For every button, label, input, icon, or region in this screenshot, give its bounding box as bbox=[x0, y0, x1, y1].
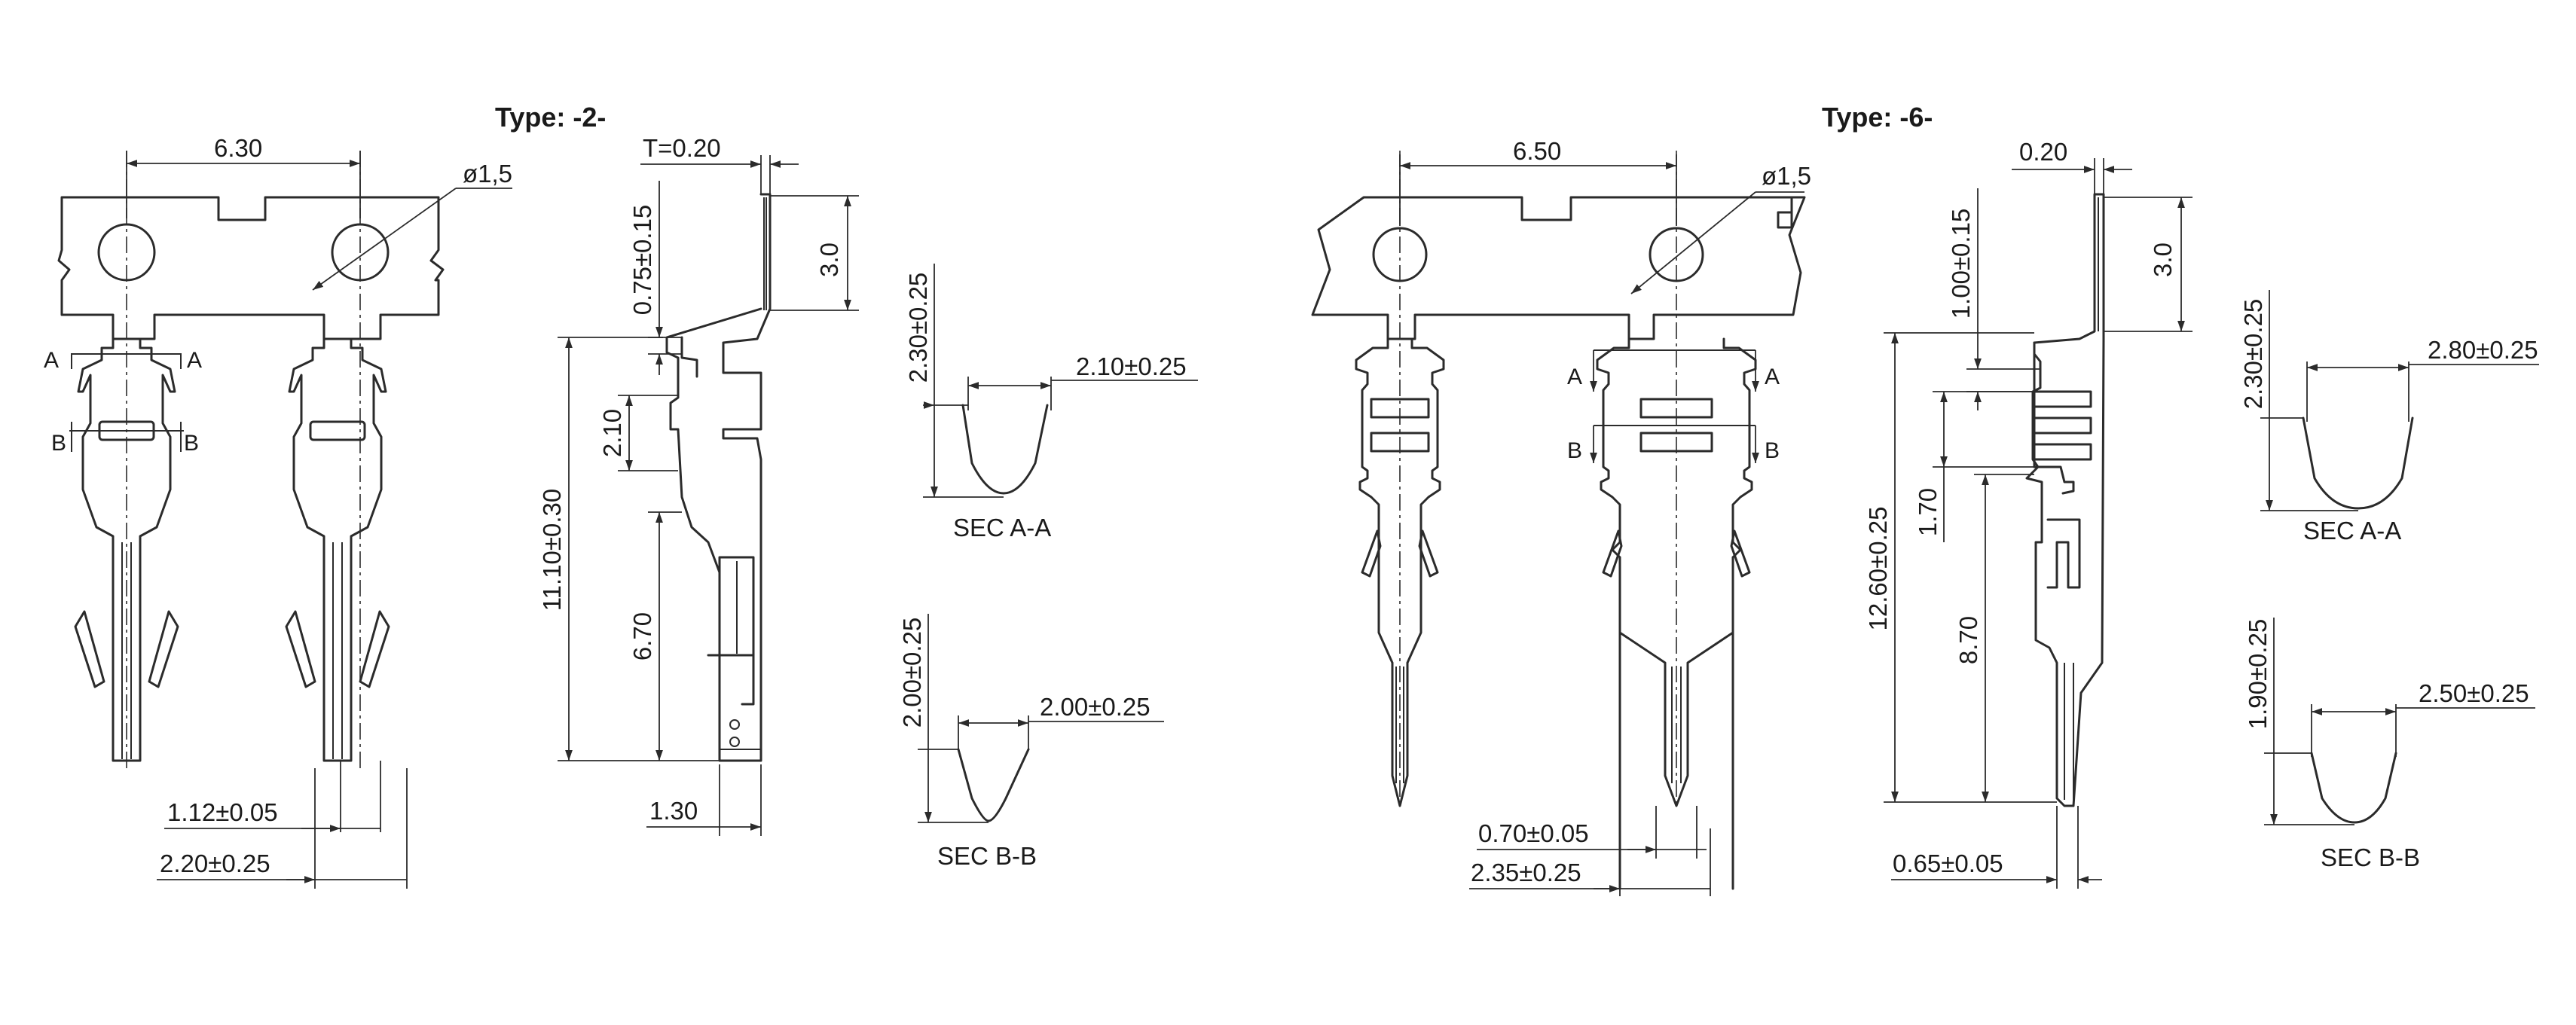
type6-title: Type: -6- bbox=[1822, 102, 1933, 133]
type2-front-view: A A B B 6.30 ø1,5 1.12±0.05 bbox=[44, 134, 512, 889]
type2-offset-label: 0.75±0.15 bbox=[628, 205, 656, 316]
type6-section-a: 2.80±0.25 2.30±0.25 SEC A-A bbox=[2239, 290, 2539, 545]
type6-sec-b-height-label: 1.90±0.25 bbox=[2244, 619, 2272, 730]
type2-length-label: 11.10±0.30 bbox=[538, 489, 566, 611]
type6-sec-a-left: A bbox=[1567, 365, 1582, 389]
type6-total-width-label: 2.35±0.25 bbox=[1471, 859, 1581, 886]
type2-title: Type: -2- bbox=[495, 102, 606, 133]
type2-crimp-label: 2.10 bbox=[598, 409, 626, 457]
type6-sec-b-width-label: 2.50±0.25 bbox=[2419, 679, 2529, 707]
type6-group: Type: -6- bbox=[1311, 102, 2539, 896]
type6-offset-label: 1.00±0.15 bbox=[1947, 209, 1975, 319]
type2-total-width-label: 2.20±0.25 bbox=[160, 850, 270, 877]
type2-sec-b-width-label: 2.00±0.25 bbox=[1040, 693, 1150, 721]
type2-sec-a-height-label: 2.30±0.25 bbox=[904, 273, 932, 383]
type6-section-b: 2.50±0.25 1.90±0.25 SEC B-B bbox=[2244, 618, 2535, 871]
type2-sec-a-width-label: 2.10±0.25 bbox=[1076, 352, 1187, 380]
type6-wire-width-label: 0.70±0.05 bbox=[1478, 819, 1589, 847]
type2-thickness-label: T=0.20 bbox=[643, 134, 721, 162]
type6-pin-label: 8.70 bbox=[1954, 616, 1982, 664]
type6-sec-b-title: SEC B-B bbox=[2321, 843, 2420, 871]
type2-sec-a-right: A bbox=[187, 348, 202, 373]
type2-tab-label: 3.0 bbox=[815, 243, 843, 277]
type6-crimp-label: 1.70 bbox=[1914, 488, 1942, 536]
type6-tab-label: 3.0 bbox=[2149, 243, 2177, 277]
type6-sec-b-right: B bbox=[1765, 438, 1780, 463]
type2-wire-width-label: 1.12±0.05 bbox=[167, 798, 278, 826]
type6-pitch-label: 6.50 bbox=[1513, 137, 1561, 165]
type2-pitch-label: 6.30 bbox=[214, 134, 262, 162]
type2-hole-label: ø1,5 bbox=[463, 160, 512, 188]
type2-section-a: 2.10±0.25 2.30±0.25 SEC A-A bbox=[904, 264, 1198, 541]
type6-hole-label: ø1,5 bbox=[1762, 162, 1811, 190]
type6-side-view: 0.20 3.0 1.00±0.15 12.60±0.25 1.70 bbox=[1864, 138, 2193, 889]
type6-sec-a-right: A bbox=[1765, 365, 1780, 389]
type6-tip-label: 0.65±0.05 bbox=[1893, 850, 2003, 877]
type2-sec-b-title: SEC B-B bbox=[937, 842, 1037, 870]
type2-sec-a-title: SEC A-A bbox=[953, 514, 1051, 541]
type6-sec-b-left: B bbox=[1567, 438, 1582, 463]
type6-length-label: 12.60±0.25 bbox=[1864, 507, 1892, 631]
type6-thickness-label: 0.20 bbox=[2019, 138, 2067, 166]
type2-tip-label: 1.30 bbox=[649, 797, 698, 825]
type2-sec-a-left: A bbox=[44, 348, 59, 373]
type2-sec-b-right: B bbox=[184, 431, 199, 456]
type2-sec-b-height-label: 2.00±0.25 bbox=[898, 618, 926, 728]
type6-sec-a-height-label: 2.30±0.25 bbox=[2239, 299, 2267, 410]
type2-side-view: T=0.20 3.0 0.75±0.15 11.10±0.30 2.10 bbox=[538, 134, 859, 836]
type6-sec-a-title: SEC A-A bbox=[2303, 517, 2401, 545]
type2-sec-b-left: B bbox=[51, 431, 66, 456]
type6-sec-a-width-label: 2.80±0.25 bbox=[2428, 336, 2538, 364]
type6-front-view: A A B B 6.50 ø1,5 0.70±0.05 bbox=[1311, 137, 1811, 896]
type2-pin-label: 6.70 bbox=[628, 612, 656, 660]
type2-section-b: 2.00±0.25 2.00±0.25 SEC B-B bbox=[898, 614, 1164, 870]
type2-group: Type: -2- A A bbox=[44, 102, 1198, 889]
